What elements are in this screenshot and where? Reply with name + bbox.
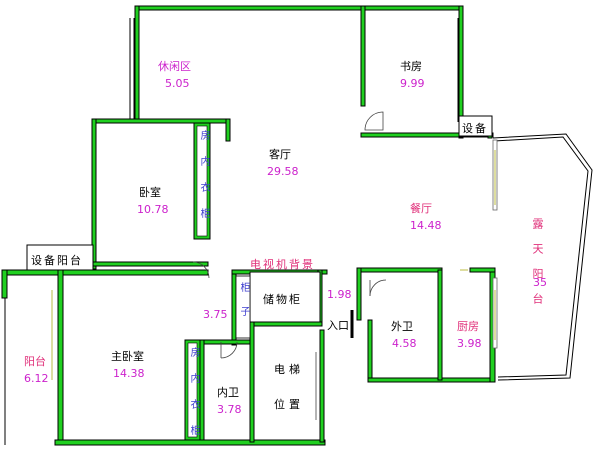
cabinet-label: 柜子: [238, 282, 249, 330]
equipment-box-top: [458, 115, 493, 137]
bedroom-area: 10.78: [137, 203, 169, 216]
kitchen-area: 3.98: [457, 337, 482, 350]
wardrobe1-label: 房内衣柜: [198, 130, 209, 234]
living-name: 客厅: [269, 148, 291, 161]
tv-wall-label: 电视机背景: [250, 258, 315, 271]
windows: [51, 139, 498, 380]
leisure-area: 5.05: [165, 77, 190, 90]
entry-label: 入口: [327, 319, 349, 332]
kitchen-name: 厨房: [457, 320, 479, 333]
storage-label: 储物柜: [263, 293, 302, 306]
balcony-area: 6.12: [24, 372, 49, 385]
bedroom-name: 卧室: [139, 186, 161, 199]
storage-box: [249, 271, 321, 323]
walls: [1, 5, 496, 446]
equipment-balcony-box: [26, 244, 94, 271]
terrace-area: 35: [533, 276, 547, 289]
equipment-balcony-label: 设备阳台: [31, 254, 83, 267]
master-area: 14.38: [113, 367, 145, 380]
terrace-name: 露天阳台: [531, 218, 544, 318]
elevator-label-1: 电梯: [274, 363, 304, 376]
dining-area: 14.48: [410, 219, 442, 232]
dining-name: 餐厅: [410, 202, 432, 215]
master-name: 主卧室: [111, 350, 144, 363]
entry-area: 1.98: [327, 288, 352, 301]
inner-bath-name: 内卫: [217, 386, 239, 399]
living-area: 29.58: [267, 165, 299, 178]
outer-bath-area: 4.58: [392, 337, 417, 350]
leisure-name: 休闲区: [158, 60, 191, 73]
inner-bath-area: 3.78: [217, 403, 242, 416]
equipment-top-label: 设备: [462, 122, 488, 135]
balcony-name: 阳台: [24, 355, 46, 368]
doors: [192, 111, 387, 420]
corridor-area: 3.75: [203, 308, 228, 321]
outer-bath-name: 外卫: [391, 320, 413, 333]
study-area: 9.99: [400, 77, 425, 90]
wardrobe2-label: 房内衣柜: [188, 347, 199, 451]
study-name: 书房: [400, 60, 422, 73]
cabinet-box: [235, 275, 251, 339]
outline-lines: [4, 18, 593, 445]
elevator-label-2: 位置: [274, 398, 304, 411]
